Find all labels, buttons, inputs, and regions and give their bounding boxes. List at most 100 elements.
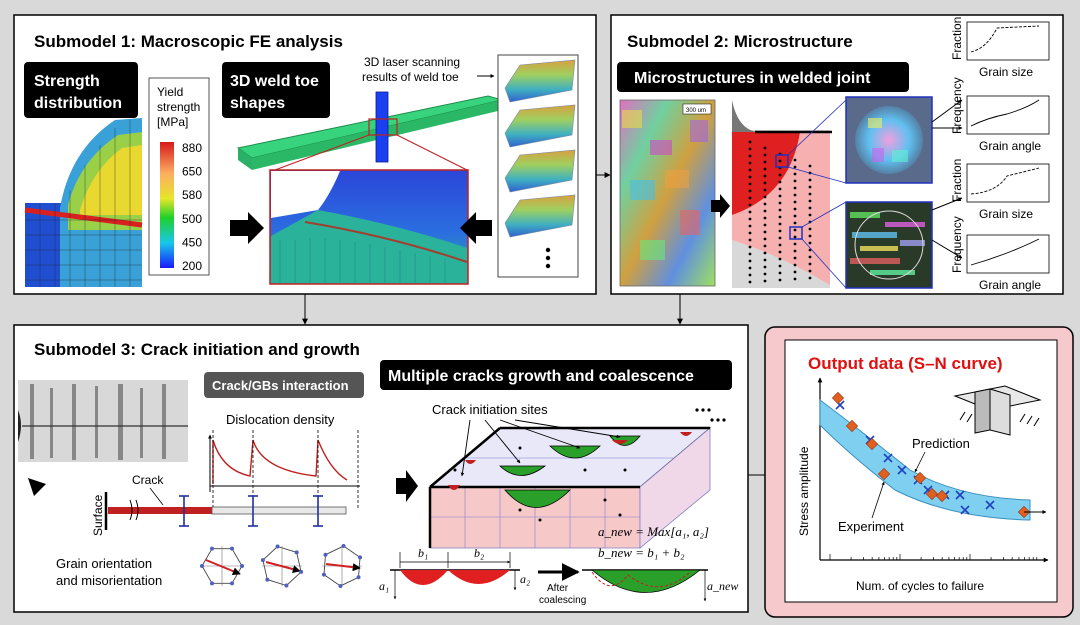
sample-dot xyxy=(778,278,782,282)
formula-a-new: a_new = Max[a₁, a₂] xyxy=(598,524,709,539)
sample-dot xyxy=(748,168,752,172)
after-label-line2: coalescing xyxy=(539,595,586,606)
scan-result-image xyxy=(504,104,576,148)
sample-dot xyxy=(748,266,752,270)
b1-label: b₁ xyxy=(418,546,428,560)
legend-title-line3: [MPa] xyxy=(157,115,188,129)
after-label-line1: After xyxy=(547,583,569,594)
crack-gbs-banner xyxy=(204,372,364,398)
sample-dot xyxy=(793,263,797,267)
crystal-orientation-icons xyxy=(200,544,363,588)
legend-tick-label: 580 xyxy=(182,188,202,202)
weld-label-line1: 3D weld toe xyxy=(230,73,319,90)
coalescence-after xyxy=(582,569,708,602)
sample-dot xyxy=(748,273,752,277)
sample-dot xyxy=(778,250,782,254)
sn-ylabel: Stress amplitude xyxy=(797,446,811,536)
b2-label: b₂ xyxy=(474,546,484,560)
sample-dot xyxy=(748,154,752,158)
slip-direction-arrow xyxy=(325,563,361,572)
grain-boundary-marks xyxy=(179,495,323,527)
sample-dot xyxy=(763,195,767,199)
sample-dot xyxy=(808,276,812,280)
sample-dot xyxy=(793,249,797,253)
break-symbol xyxy=(129,499,139,521)
sample-dot xyxy=(793,270,797,274)
sample-dot xyxy=(748,238,752,242)
sample-dot xyxy=(793,158,797,162)
ebsd-map-image xyxy=(619,99,716,287)
sample-dot xyxy=(793,172,797,176)
sample-dot xyxy=(763,174,767,178)
multi-crack-banner-text: Multiple cracks growth and coalescence xyxy=(388,368,694,385)
prediction-marker xyxy=(897,465,907,475)
weld-label-line2: shapes xyxy=(230,95,285,112)
sample-dot xyxy=(778,229,782,233)
graph-arrows xyxy=(931,99,963,259)
sample-dot xyxy=(778,159,782,163)
crystal-vertex xyxy=(230,581,234,586)
scan-dot-3 xyxy=(545,263,551,269)
crystal-vertex xyxy=(321,572,326,577)
crystal-vertex xyxy=(299,569,304,574)
crystal-vertex xyxy=(358,555,363,560)
sample-dot xyxy=(763,160,767,164)
crack-pointer xyxy=(149,487,164,506)
arrow-to-section xyxy=(711,194,730,218)
sample-dot xyxy=(793,256,797,260)
a2-label: a₂ xyxy=(520,572,530,586)
crystal-vertex xyxy=(356,575,361,580)
scan-result-image xyxy=(504,149,576,193)
mini-graph-ylabel: Fraction xyxy=(950,17,964,60)
mini-graph-xlabel: Grain angle xyxy=(979,139,1041,153)
crack-gbs-text: Crack/GBs interaction xyxy=(212,378,349,393)
scan-dot-1 xyxy=(545,247,551,253)
crystal-vertex xyxy=(284,583,289,588)
sample-dot xyxy=(748,182,752,186)
sample-dot xyxy=(808,234,812,238)
sample-dot xyxy=(763,209,767,213)
mini-graph-curve xyxy=(970,167,1040,195)
crystal-vertex xyxy=(323,552,328,557)
submodel1-panel: Submodel 1: Macroscopic FE analysis Stre… xyxy=(13,14,597,295)
prediction-marker xyxy=(960,505,970,515)
prediction-marker xyxy=(955,490,965,500)
multi-crack-banner xyxy=(380,360,732,390)
sample-dot xyxy=(808,185,812,189)
sample-dot xyxy=(808,227,812,231)
arrow-from-scans xyxy=(460,212,492,244)
sample-dot xyxy=(748,245,752,249)
a1-label: a₁ xyxy=(379,579,389,593)
sample-dot xyxy=(778,215,782,219)
sample-dot xyxy=(763,258,767,262)
sample-dot xyxy=(808,248,812,252)
microstructure-banner-text: Microstructures in welded joint xyxy=(634,70,871,87)
sample-dot xyxy=(763,216,767,220)
grain-image-lower xyxy=(845,201,933,289)
crystal-vertex xyxy=(210,546,214,551)
scale-bar-label: 300 um xyxy=(686,108,706,114)
scan-results xyxy=(504,59,576,238)
sample-dot xyxy=(748,224,752,228)
prediction-label: Prediction xyxy=(912,436,970,451)
specimen-icon xyxy=(953,385,1042,436)
sn-points xyxy=(831,391,1047,519)
mini-graph-curve xyxy=(970,25,1040,53)
sample-dot xyxy=(748,231,752,235)
sample-dot xyxy=(778,264,782,268)
sn-plot-frame xyxy=(784,339,1058,603)
sn-xlabel: Num. of cycles to failure xyxy=(856,579,984,593)
sample-dot xyxy=(778,201,782,205)
sample-dot xyxy=(793,228,797,232)
arrow-to-3d-cracks xyxy=(396,470,418,502)
sample-dot xyxy=(763,272,767,276)
crystal-vertex xyxy=(341,544,346,549)
sample-dot xyxy=(778,222,782,226)
crystal-vertex xyxy=(260,558,265,563)
sample-dot xyxy=(808,213,812,217)
sample-dot xyxy=(778,173,782,177)
sample-dot xyxy=(763,237,767,241)
